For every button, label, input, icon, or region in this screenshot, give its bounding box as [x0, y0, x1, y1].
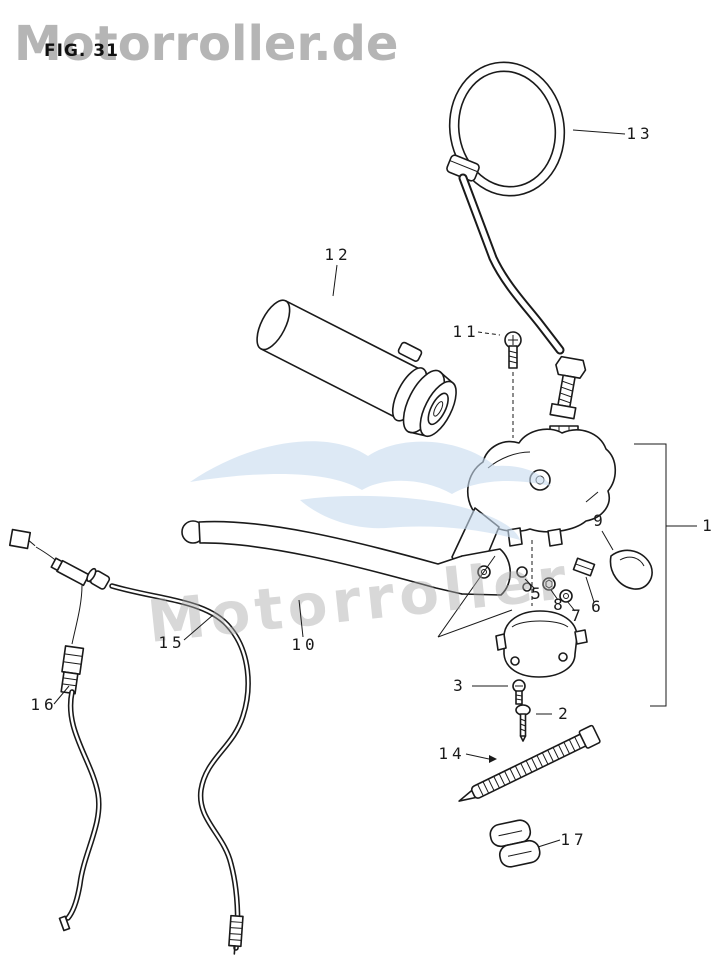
cable-tie — [458, 724, 601, 802]
lower-clamp — [495, 540, 588, 678]
small-hardware-parts — [516, 557, 596, 603]
leader-lines — [53, 129, 697, 848]
part-label-15: 15 — [158, 633, 185, 652]
screw-3 — [512, 679, 526, 705]
part-label-14: 14 — [438, 744, 465, 763]
part-labels: 1 2 3 5 6 7 8 9 10 11 12 13 14 15 16 17 — [30, 124, 716, 849]
part-label-2: 2 — [558, 704, 572, 723]
part-label-16: 16 — [30, 695, 57, 714]
part-label-17: 17 — [560, 830, 587, 849]
throttle-grip — [256, 299, 457, 438]
part-label-8: 8 — [553, 595, 567, 614]
cable-16 — [8, 528, 99, 932]
part-label-13: 13 — [626, 124, 653, 143]
watermark-top: Motorroller.de — [14, 16, 398, 72]
part-label-10: 10 — [291, 635, 318, 654]
part-label-9: 9 — [593, 511, 607, 530]
figure-label: FIG. 31 — [44, 41, 119, 61]
screw-11 — [504, 331, 522, 438]
watermark-emblem — [190, 441, 551, 540]
grommet-clamp — [489, 819, 541, 868]
part-label-5: 5 — [531, 584, 545, 603]
mirror — [446, 61, 566, 197]
part-label-11: 11 — [452, 322, 479, 341]
brake-lever — [181, 520, 513, 638]
part-label-1: 1 — [702, 516, 716, 535]
part-label-7: 7 — [571, 606, 585, 625]
part-label-6: 6 — [591, 597, 605, 616]
kill-switch-lever — [609, 549, 653, 590]
cable-15 — [86, 567, 248, 955]
part-label-3: 3 — [453, 676, 467, 695]
part-label-12: 12 — [324, 245, 351, 264]
screw-2 — [515, 704, 531, 742]
